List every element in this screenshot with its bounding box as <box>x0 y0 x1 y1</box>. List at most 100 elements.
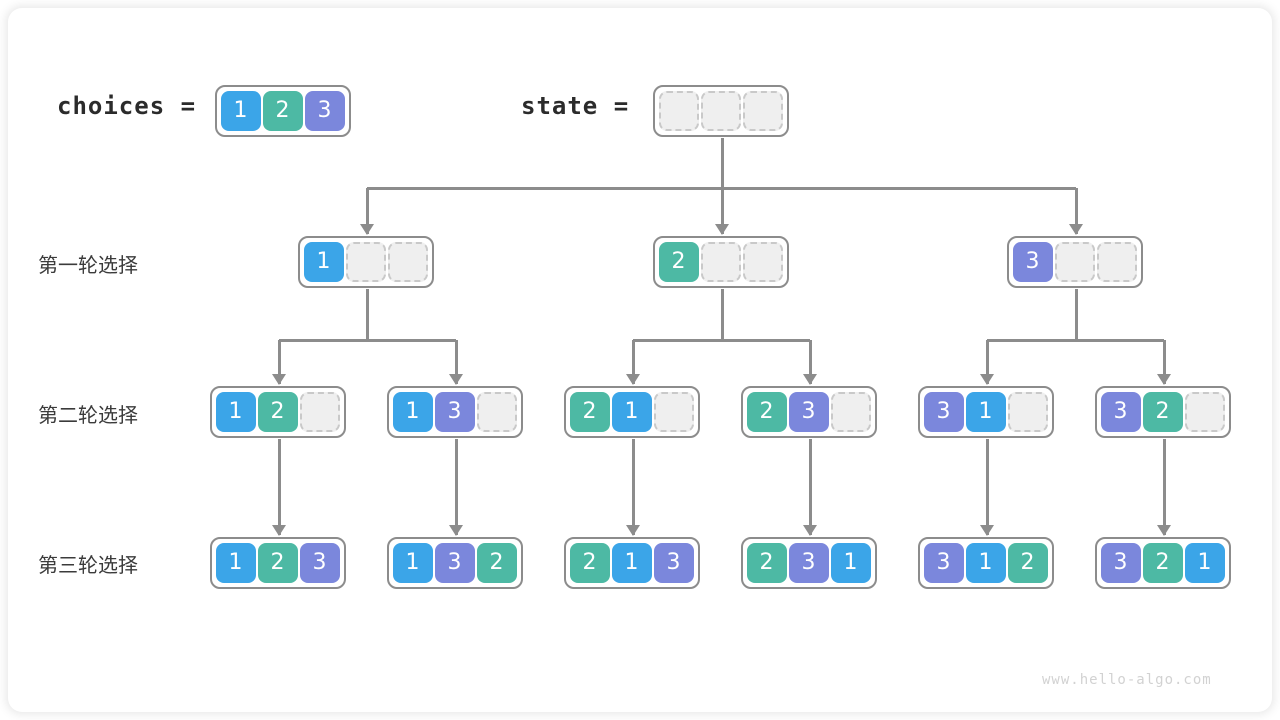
array-cell-filled: 2 <box>476 542 517 583</box>
arrowhead-icon <box>1157 373 1171 385</box>
array-cell-filled: 2 <box>746 542 787 583</box>
arrowhead-icon <box>272 524 286 536</box>
connector-to-level3 <box>277 438 281 535</box>
connector-to-level2 <box>808 340 812 384</box>
connector-to-level1 <box>1074 188 1078 234</box>
array-cell-empty <box>742 241 783 282</box>
connector-level2-bus <box>279 338 456 342</box>
arrowhead-icon <box>980 524 994 536</box>
array-cell-empty <box>476 391 517 432</box>
connector-to-level1 <box>720 188 724 234</box>
connector-to-level3 <box>985 438 989 535</box>
array-cell-filled: 3 <box>653 542 694 583</box>
array-cell-filled: 1 <box>965 542 1006 583</box>
array-cell-filled: 2 <box>262 90 303 131</box>
array-cell-filled: 1 <box>1184 542 1225 583</box>
array-cell-filled: 2 <box>1142 391 1183 432</box>
connector-to-level1 <box>365 188 369 234</box>
connector-to-level2 <box>277 340 281 384</box>
connector-to-level2 <box>454 340 458 384</box>
array-cell-filled: 2 <box>569 391 610 432</box>
array-cell-filled: 1 <box>611 542 652 583</box>
node-3: 3 <box>1006 235 1143 288</box>
array-cell-filled: 1 <box>611 391 652 432</box>
array-cell-filled: 3 <box>923 542 964 583</box>
arrowhead-icon <box>626 524 640 536</box>
array-cell-filled: 3 <box>1012 241 1053 282</box>
connector-level1-stem <box>720 288 724 340</box>
array-cell-empty <box>742 90 783 131</box>
array-cell-filled: 1 <box>215 542 256 583</box>
arrowhead-icon <box>803 373 817 385</box>
array-cell-filled: 2 <box>1007 542 1048 583</box>
connector-to-level3 <box>631 438 635 535</box>
array-cell-filled: 1 <box>965 391 1006 432</box>
array-cell-filled: 1 <box>303 241 344 282</box>
array-cell-empty <box>653 391 694 432</box>
array-cell-filled: 2 <box>569 542 610 583</box>
connector-to-level2 <box>1162 340 1166 384</box>
array-cell-empty <box>700 90 741 131</box>
connector-to-level3 <box>1162 438 1166 535</box>
arrowhead-icon <box>803 524 817 536</box>
array-cell-filled: 2 <box>257 391 298 432</box>
row-label-level3: 第三轮选择 <box>38 553 138 577</box>
array-cell-filled: 2 <box>1142 542 1183 583</box>
state-label: state = <box>521 92 630 120</box>
array-cell-filled: 3 <box>304 90 345 131</box>
array-cell-empty <box>345 241 386 282</box>
choices-label: choices = <box>57 92 197 120</box>
connector-level1-stem <box>365 288 369 340</box>
connector-root-stem <box>720 137 724 188</box>
array-cell-filled: 3 <box>1100 542 1141 583</box>
state-array <box>652 84 789 137</box>
array-cell-filled: 3 <box>1100 391 1141 432</box>
connector-to-level3 <box>808 438 812 535</box>
arrowhead-icon <box>980 373 994 385</box>
arrowhead-icon <box>449 373 463 385</box>
row-label-level2: 第二轮选择 <box>38 403 138 427</box>
array-cell-filled: 2 <box>746 391 787 432</box>
arrowhead-icon <box>449 524 463 536</box>
arrowhead-icon <box>1157 524 1171 536</box>
array-cell-empty <box>700 241 741 282</box>
arrowhead-icon <box>715 223 729 235</box>
arrowhead-icon <box>272 373 286 385</box>
diagram-frame <box>8 8 1272 712</box>
connector-to-level2 <box>631 340 635 384</box>
array-cell-empty <box>658 90 699 131</box>
arrowhead-icon <box>1069 223 1083 235</box>
array-cell-empty <box>830 391 871 432</box>
array-cell-filled: 3 <box>434 542 475 583</box>
connector-level2-bus <box>633 338 810 342</box>
array-cell-filled: 1 <box>215 391 256 432</box>
array-cell-filled: 1 <box>392 542 433 583</box>
connector-to-level3 <box>454 438 458 535</box>
row-label-level1: 第一轮选择 <box>38 253 138 277</box>
arrowhead-icon <box>626 373 640 385</box>
array-cell-empty <box>387 241 428 282</box>
array-cell-empty <box>1054 241 1095 282</box>
connector-to-level2 <box>985 340 989 384</box>
watermark: www.hello-algo.com <box>1042 672 1212 688</box>
array-cell-filled: 3 <box>434 391 475 432</box>
array-cell-empty <box>1096 241 1137 282</box>
array-cell-filled: 1 <box>830 542 871 583</box>
array-cell-filled: 3 <box>923 391 964 432</box>
arrowhead-icon <box>360 223 374 235</box>
array-cell-filled: 3 <box>788 542 829 583</box>
